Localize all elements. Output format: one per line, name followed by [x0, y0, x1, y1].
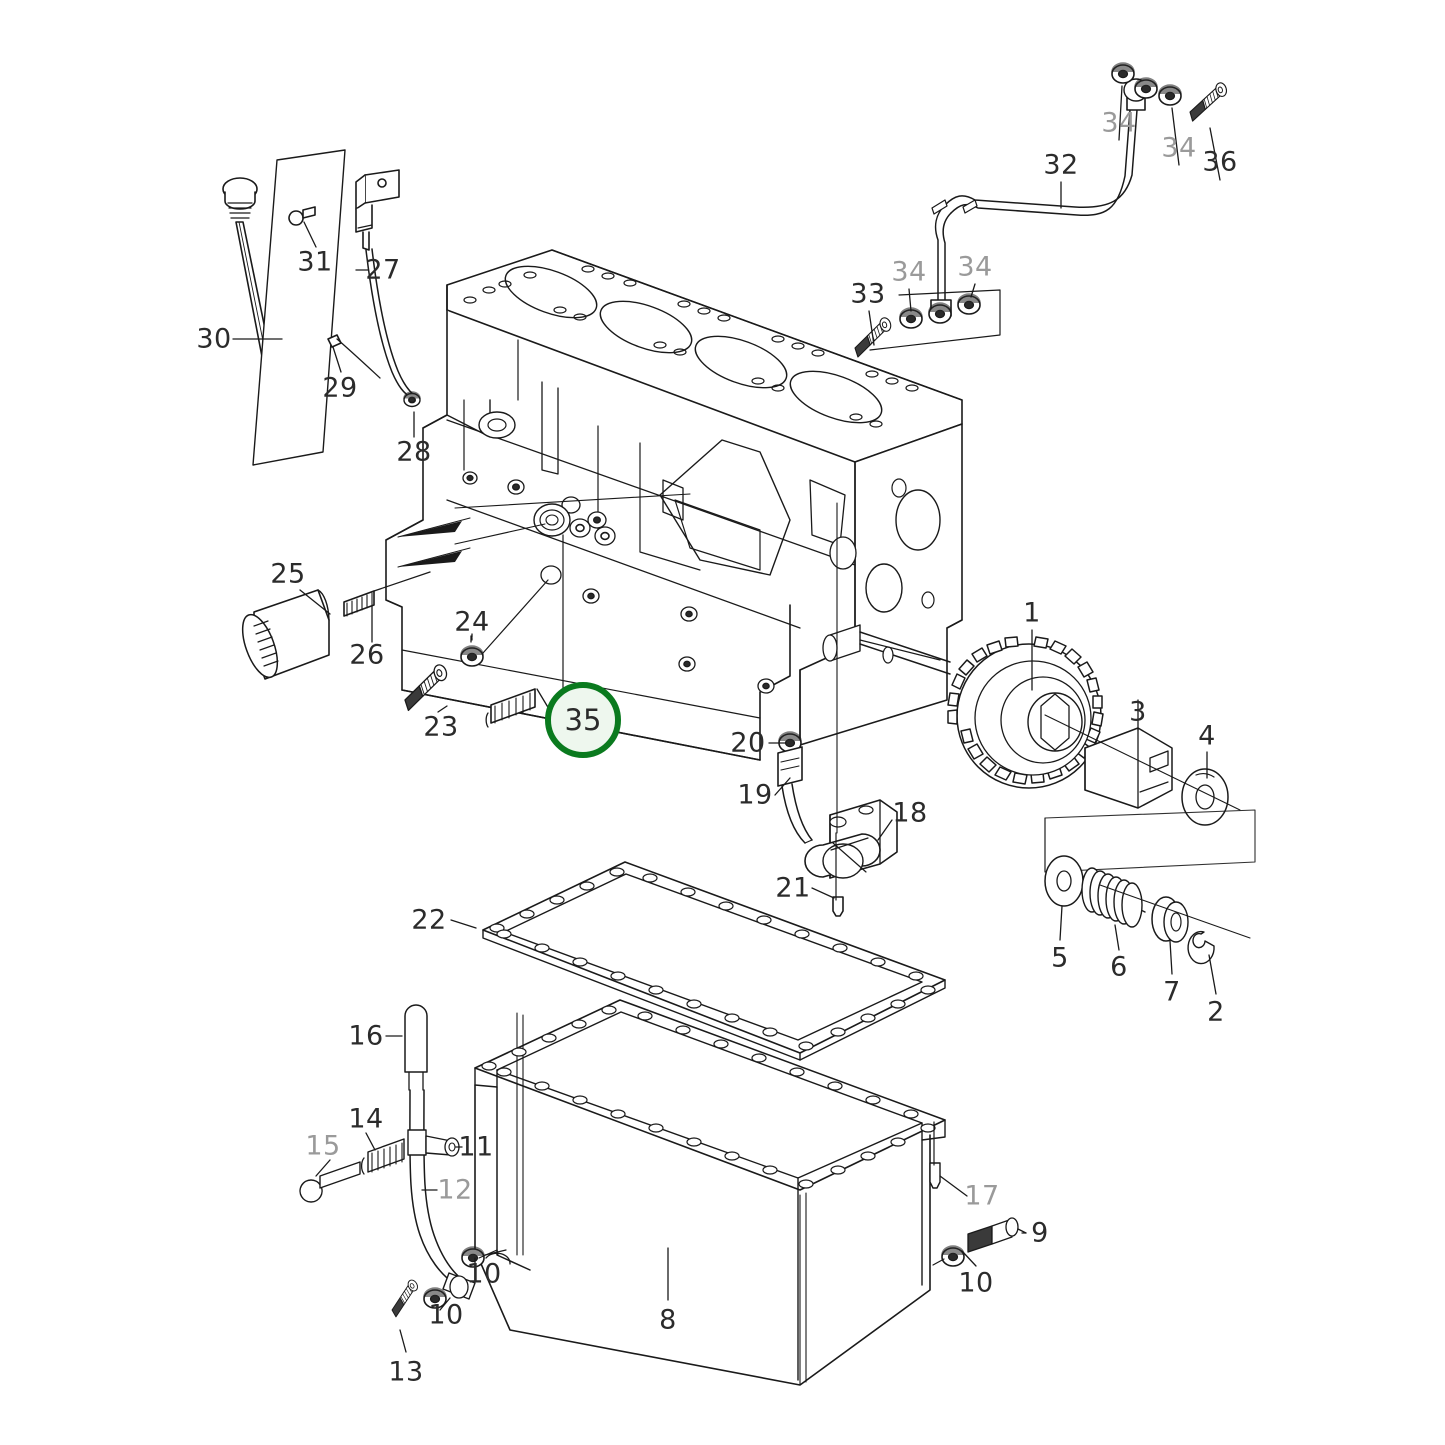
part-drive-gear: [947, 636, 1256, 965]
callout-34d[interactable]: 34: [1161, 132, 1197, 164]
part-oil-suction-pipe: [299, 1004, 485, 1318]
highlighted-callout-number: 35: [564, 702, 602, 737]
callout-7[interactable]: 7: [1163, 976, 1181, 1008]
callout-10a[interactable]: 10: [958, 1267, 994, 1299]
callout-12[interactable]: 12: [437, 1174, 473, 1206]
callout-26[interactable]: 26: [349, 639, 385, 671]
callout-36[interactable]: 36: [1202, 146, 1238, 178]
callout-18[interactable]: 18: [892, 797, 928, 829]
callout-4[interactable]: 4: [1198, 720, 1216, 752]
callout-8[interactable]: 8: [659, 1304, 677, 1336]
callout-30[interactable]: 30: [196, 323, 232, 355]
callout-28[interactable]: 28: [396, 436, 432, 468]
callout-6[interactable]: 6: [1110, 951, 1128, 983]
callout-31[interactable]: 31: [297, 246, 333, 278]
part-oil-filter: [241, 571, 431, 680]
part-oil-supply-line: [848, 62, 1233, 358]
callout-34a[interactable]: 34: [891, 256, 927, 288]
callout-5[interactable]: 5: [1051, 942, 1069, 974]
callout-27[interactable]: 27: [365, 254, 401, 286]
callout-2[interactable]: 2: [1207, 996, 1225, 1028]
callout-33[interactable]: 33: [850, 278, 886, 310]
callout-17[interactable]: 17: [964, 1180, 1000, 1212]
callout-10c[interactable]: 10: [428, 1299, 464, 1331]
callout-10b[interactable]: 10: [466, 1258, 502, 1290]
callout-34c[interactable]: 34: [1101, 107, 1137, 139]
part-oil-pan: [474, 999, 946, 1386]
callout-24[interactable]: 24: [454, 606, 490, 638]
callout-11[interactable]: 11: [458, 1131, 494, 1163]
callout-21[interactable]: 21: [775, 872, 811, 904]
part-oil-pan-gasket: [482, 861, 946, 1061]
callout-16[interactable]: 16: [348, 1020, 384, 1052]
part-dipstick-tube: [288, 169, 421, 408]
callout-14[interactable]: 14: [348, 1103, 384, 1135]
callout-34b[interactable]: 34: [957, 251, 993, 283]
callout-13[interactable]: 13: [388, 1356, 424, 1388]
callout-3[interactable]: 3: [1129, 696, 1147, 728]
callout-9[interactable]: 9: [1031, 1217, 1049, 1249]
callout-25[interactable]: 25: [270, 558, 306, 590]
part-engine-block: [385, 249, 963, 761]
callout-19[interactable]: 19: [737, 779, 773, 811]
callout-22[interactable]: 22: [411, 904, 447, 936]
callout-20[interactable]: 20: [730, 727, 766, 759]
callout-32[interactable]: 32: [1043, 149, 1079, 181]
callout-1[interactable]: 1: [1023, 597, 1041, 629]
part-drain-plug: [929, 1121, 1019, 1267]
callout-23[interactable]: 23: [423, 711, 459, 743]
callout-29[interactable]: 29: [322, 372, 358, 404]
part-oil-pump-assembly: [777, 502, 898, 917]
highlighted-callout-35[interactable]: 35: [545, 682, 621, 758]
callout-15[interactable]: 15: [305, 1130, 341, 1162]
